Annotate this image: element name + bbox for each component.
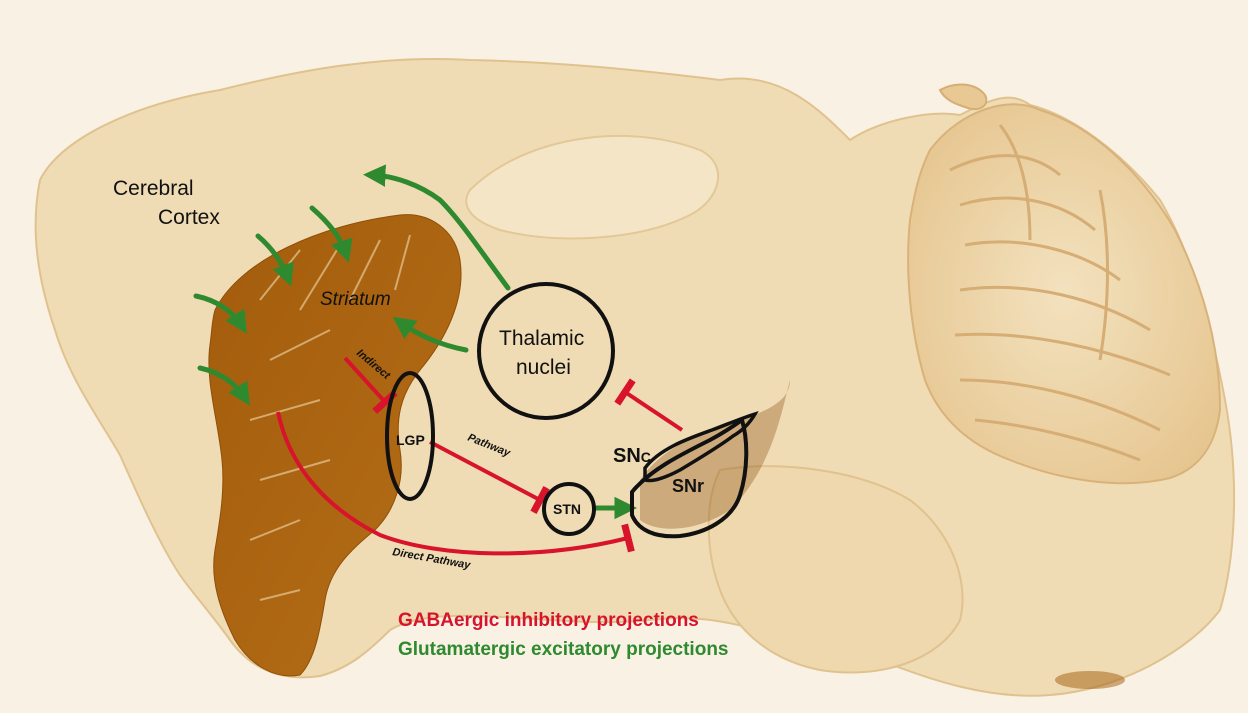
label-lgp: LGP [396, 432, 425, 448]
label-thalamic: Thalamic [499, 327, 584, 350]
label-cortex: Cortex [158, 206, 220, 229]
label-stn: STN [553, 501, 581, 517]
label-snc: SNC [613, 445, 651, 467]
legend-glutamate: Glutamatergic excitatory projections [398, 639, 729, 660]
brainstem-stain [1055, 671, 1125, 689]
label-nuclei: nuclei [516, 356, 571, 379]
legend-gaba: GABAergic inhibitory projections [398, 610, 699, 631]
label-snr: SNr [672, 476, 704, 496]
label-striatum: Striatum [320, 289, 391, 310]
label-cerebral: Cerebral [113, 177, 194, 200]
